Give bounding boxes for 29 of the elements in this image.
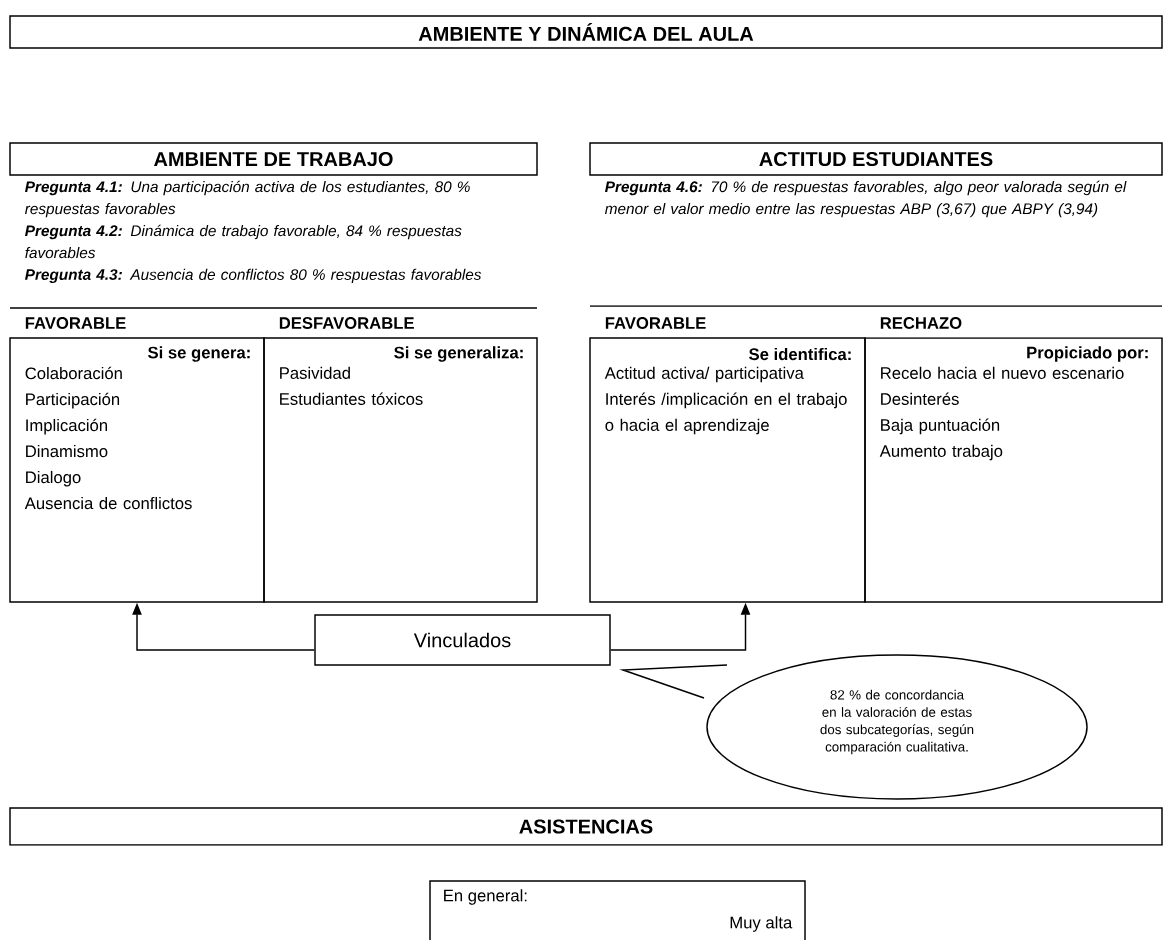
node-label: Ausencia de conflictos — [24, 496, 192, 510]
node-label: Desinterés — [881, 392, 959, 405]
heading-box: AMBIENTE DE TRABAJO — [9, 142, 538, 176]
node-label: Propiciado por: — [1027, 346, 1148, 362]
node-label: Implicación — [26, 418, 107, 435]
node-label: Baja puntuación — [881, 418, 1000, 435]
node-label: Aumento trabajo — [879, 444, 1003, 461]
node-label: Dinamismo — [26, 444, 108, 458]
column-heading: FAVORABLE — [25, 317, 126, 329]
heading-box: ACTITUD ESTUDIANTES — [589, 142, 1163, 176]
node-label: Participación — [26, 392, 120, 409]
question-text: Pregunta 4.3: Ausencia de conflictos 80 % respuestas favorables — [25, 268, 482, 284]
node-label: Colaboración — [25, 366, 122, 380]
list-box: Si se genera: Colaboración Participación Implicación Dinamismo Dialogo Ausencia de conflictos — [9, 337, 265, 603]
node-label: Recelo hacia el nuevo escenario — [881, 366, 1124, 379]
list-box: Propiciado por: Recelo hacia el nuevo escenario Desinterés Baja puntuación Aumento trabajo — [864, 337, 1163, 603]
list-box: Se identifica: Actitud activa/ participativa Interés /implicación en el trabajo o hacia el aprendizaje — [589, 337, 866, 603]
list-box: Si se generaliza: Pasividad Estudiantes tóxicos — [263, 337, 538, 603]
heading-box: ASISTENCIAS — [9, 807, 1163, 846]
result-box: En general: Muy alta — [429, 880, 806, 940]
speech-bubble: 82 % de concordancia en la valoración de estas dos subcategorías, según comparación cualitativa. — [619, 654, 1088, 800]
heading-box: AMBIENTE Y DINÁMICA DEL AULA — [9, 15, 1163, 49]
column-heading: RECHAZO — [880, 317, 962, 329]
column-heading: FAVORABLE — [605, 317, 706, 329]
node-label: Si se genera: — [148, 346, 250, 362]
linking-box: Vinculados — [314, 614, 611, 666]
question-text: Pregunta 4.2: Dinámica de trabajo favorable, 84 % respuestas favorables — [25, 224, 462, 259]
column-heading: DESFAVORABLE — [279, 317, 414, 329]
node-label: Dialogo — [26, 470, 81, 487]
